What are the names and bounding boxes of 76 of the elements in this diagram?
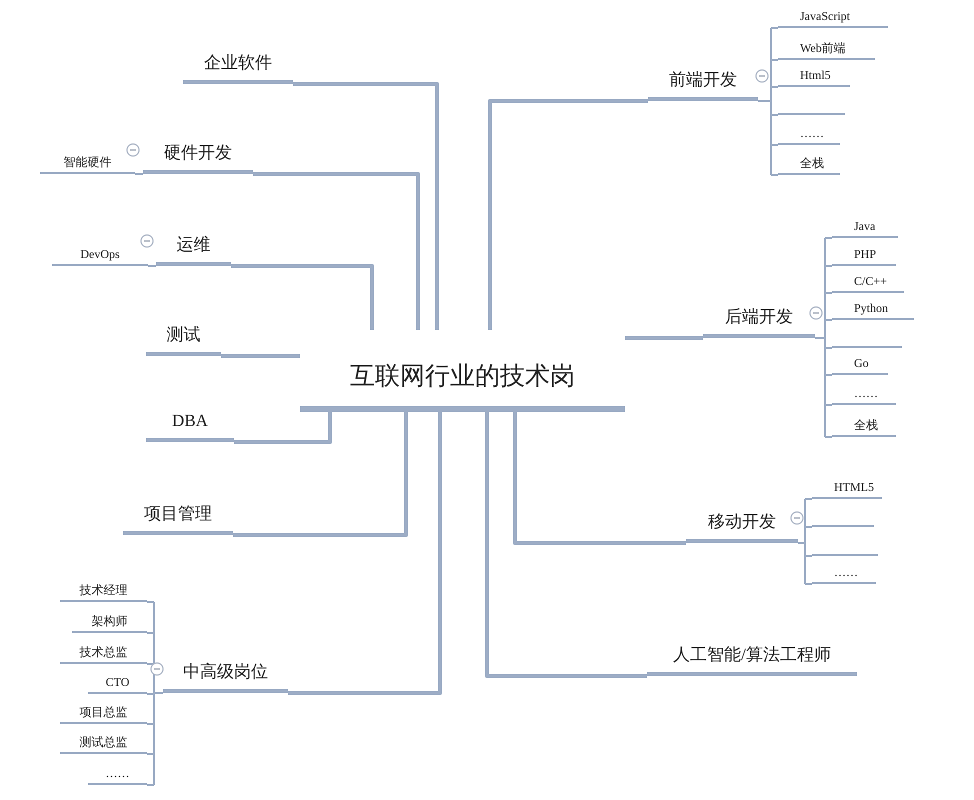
bracket-line [153, 601, 164, 786]
connector-line [771, 174, 778, 176]
connector-line [825, 265, 832, 267]
topic-text: 运维 [176, 236, 212, 256]
topic-text: 技术总监 [78, 646, 128, 661]
connector-line [485, 412, 647, 678]
topic-text: Web前端 [799, 42, 847, 57]
connector-line [825, 436, 832, 438]
connector-line [147, 632, 154, 634]
topic-text: …… [833, 566, 859, 581]
connector-line [825, 319, 832, 321]
topic-text: 中高级岗位 [182, 663, 269, 684]
connector-line [288, 412, 442, 695]
connector-line [147, 601, 154, 603]
topic-text: 硬件开发 [163, 144, 233, 164]
bracket-line [797, 498, 806, 585]
topic-text: 测试总监 [78, 736, 128, 751]
topic-text: Html5 [799, 68, 832, 84]
connector-line [135, 173, 143, 175]
topic-text: …… [799, 126, 825, 142]
topic-text: …… [853, 386, 879, 402]
topic-text: PHP [853, 248, 878, 263]
connector-line [805, 555, 812, 557]
connector-line [825, 404, 832, 406]
topic-text: DevOps [79, 248, 121, 263]
topic-text: 项目总监 [78, 706, 128, 721]
topic-text: DBA [171, 412, 209, 432]
connector-line [825, 347, 832, 349]
topic-text: 智能硬件 [62, 156, 112, 171]
topic-text: 互联网行业的技术岗 [349, 362, 576, 392]
connector-line [253, 172, 420, 330]
topic-text: C/C++ [853, 274, 888, 290]
connector-line [771, 114, 778, 116]
connector-line [825, 292, 832, 294]
topic-text: Go [853, 356, 870, 372]
connector-line [805, 498, 812, 500]
topic-text: 技术经理 [78, 584, 128, 599]
connector-line [147, 784, 154, 786]
connector-line [231, 264, 374, 330]
topic-text: 全栈 [799, 156, 825, 172]
connector-line [147, 693, 154, 695]
topic-text: JavaScript [799, 10, 851, 25]
topic-text: 移动开发 [707, 513, 777, 534]
topic-text: Python [853, 302, 890, 317]
topic-text: …… [104, 766, 130, 782]
connector-line [147, 753, 154, 755]
connector-line [771, 86, 778, 88]
topic-text: 全栈 [853, 418, 879, 434]
connector-line [625, 336, 703, 340]
topic-text: 测试 [166, 326, 202, 346]
connector-line [825, 237, 832, 239]
connector-line [771, 59, 778, 61]
topic-text: 企业软件 [203, 54, 273, 74]
connector-line [293, 82, 439, 330]
topic-text: CTO [104, 676, 130, 691]
topic-text: 后端开发 [724, 308, 794, 328]
bracket-line [814, 237, 826, 438]
connector-line [771, 27, 778, 29]
connector-line [221, 354, 300, 358]
connector-line [825, 374, 832, 376]
topic-text: HTML5 [833, 480, 875, 496]
bracket-line [757, 27, 772, 176]
topic-text: 架构师 [90, 614, 128, 630]
topic-text: 前端开发 [668, 71, 738, 92]
connector-line [488, 99, 648, 330]
topic-text: 人工智能/算法工程师 [672, 646, 832, 666]
connector-line [513, 412, 686, 545]
connector-line [233, 412, 408, 537]
connector-line [805, 526, 812, 528]
connector-line [148, 265, 156, 267]
connector-line [234, 412, 332, 444]
topic-text: Java [853, 220, 876, 235]
connector-line [771, 144, 778, 146]
connector-line [805, 583, 812, 585]
topic-text: 项目管理 [143, 505, 213, 526]
connector-line [147, 723, 154, 725]
